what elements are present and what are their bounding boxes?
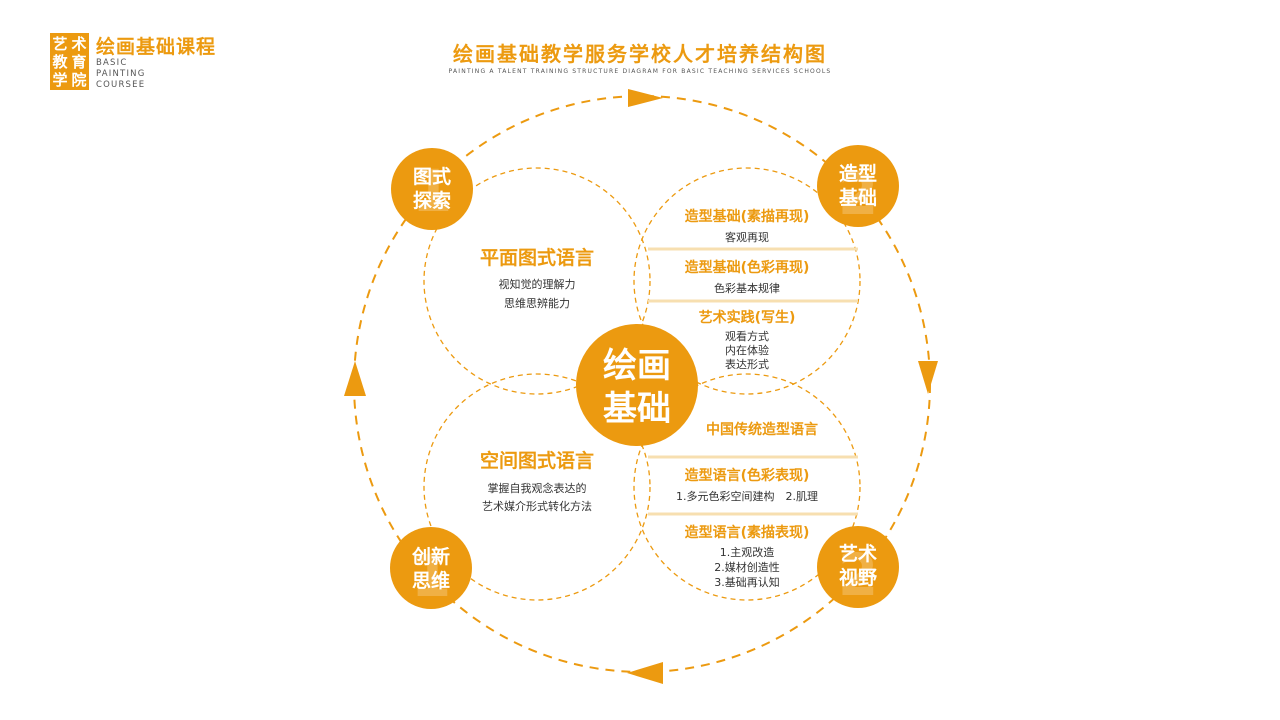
badge-label: 探索	[413, 189, 451, 212]
badge-label: 基础	[838, 186, 877, 209]
badge-circle	[391, 148, 473, 230]
item-line: 3.基础再认知	[714, 575, 780, 589]
badge-number: 2	[838, 160, 878, 228]
section-line: 思维思辨能力	[504, 296, 570, 310]
page-subtitle: PAINTING A TALENT TRAINING STRUCTURE DIA…	[448, 68, 832, 75]
badge-bottom-left: 1 创新 思维	[390, 527, 472, 610]
logo-mark-char: 教	[51, 53, 68, 71]
academy-logo-mark: 艺 术 教 育 学 院	[50, 33, 89, 90]
item-title: 造型语言(色彩表现)	[685, 467, 810, 484]
badge-label: 视野	[839, 566, 877, 589]
item-line: 内在体验	[725, 343, 769, 357]
page-title: 绘画基础教学服务学校人才培养结构图	[453, 42, 827, 66]
course-title: 绘画基础课程	[96, 36, 217, 58]
badge-label: 思维	[412, 569, 450, 592]
section-line: 视知觉的理解力	[499, 277, 576, 291]
item-title: 艺术实践(写生)	[699, 309, 796, 326]
item-title: 造型基础(素描再现)	[685, 208, 810, 225]
item-line: 色彩基本规律	[714, 281, 780, 295]
course-title-en: BASIC PAINTING COURSEE	[96, 58, 146, 91]
quadrant-circle-bottom-left	[423, 373, 651, 601]
cycle-arrow-down	[918, 361, 938, 394]
item-line: 1.主观改造	[720, 545, 775, 559]
section-line: 掌握自我观念表达的	[488, 481, 587, 495]
center-hub	[576, 324, 698, 446]
item-line: 表达形式	[725, 357, 769, 371]
section-title-space-schema: 空间图式语言	[480, 449, 594, 472]
item-title: 中国传统造型语言	[706, 421, 818, 438]
logo-mark-char: 育	[71, 53, 86, 71]
logo-mark-char: 院	[71, 71, 86, 89]
item-title: 造型基础(色彩再现)	[685, 259, 810, 276]
section-title-plane-schema: 平面图式语言	[480, 246, 594, 269]
quadrant-circle-top-right	[633, 167, 861, 395]
course-title-en-line: COURSEE	[96, 80, 146, 90]
section-line: 艺术媒介形式转化方法	[482, 499, 592, 513]
badge-circle	[817, 526, 899, 608]
item-line: 2.媒材创造性	[714, 560, 780, 574]
badge-label: 创新	[411, 545, 450, 568]
item-line: 1.多元色彩空间建构 2.肌理	[676, 489, 818, 503]
badge-circle	[817, 145, 899, 227]
badge-top-right: 2 造型 基础	[817, 145, 899, 228]
badge-label: 造型	[839, 162, 877, 185]
cycle-arrow-up	[344, 361, 366, 396]
cycle-arrow-right	[628, 89, 663, 107]
badge-label: 艺术	[839, 543, 877, 565]
item-line: 客观再现	[725, 230, 769, 244]
logo-mark-char: 术	[71, 35, 86, 53]
logo-mark-char: 艺	[52, 35, 67, 53]
logo-mark-char: 学	[52, 71, 67, 89]
center-hub-label: 基础	[603, 389, 671, 429]
quadrant-circle-bottom-right	[633, 373, 861, 601]
item-title: 造型语言(素描表现)	[685, 524, 810, 541]
center-hub-label: 绘画	[603, 346, 671, 386]
badge-circle	[390, 527, 472, 609]
quadrant-circle-top-left	[423, 167, 651, 395]
course-title-en-line: PAINTING	[96, 69, 146, 79]
badge-top-left: 1 图式 探索	[391, 148, 473, 230]
item-line: 观看方式	[725, 329, 769, 343]
badge-number: 2	[838, 541, 878, 609]
course-title-en-line: BASIC	[96, 58, 128, 68]
badge-bottom-right: 2 艺术 视野	[817, 526, 899, 609]
cycle-arrow-left	[627, 662, 663, 684]
badge-label: 图式	[413, 165, 451, 188]
badge-number: 1	[412, 157, 452, 225]
badge-number: 1	[411, 542, 451, 610]
